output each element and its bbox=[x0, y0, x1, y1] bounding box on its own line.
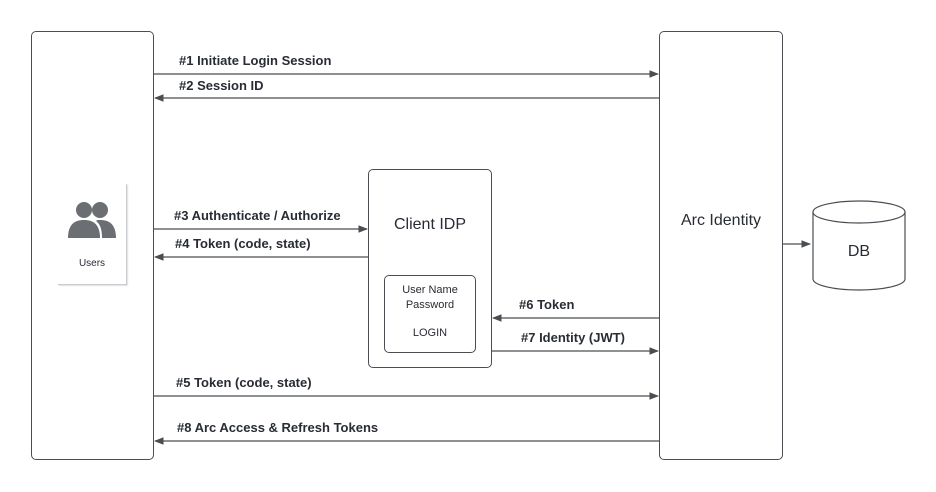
client-idp-title: Client IDP bbox=[393, 216, 467, 233]
db-cylinder bbox=[812, 200, 906, 291]
arc-identity-lane bbox=[659, 31, 783, 460]
step-7-label: #7 Identity (JWT) bbox=[521, 330, 626, 345]
users-label: Users bbox=[78, 258, 106, 269]
step-8-label: #8 Arc Access & Refresh Tokens bbox=[177, 420, 379, 435]
db-label: DB bbox=[847, 243, 871, 260]
step-2-label: #2 Session ID bbox=[179, 78, 264, 93]
password-label: Password bbox=[405, 299, 455, 311]
arc-identity-title: Arc Identity bbox=[680, 212, 762, 229]
login-form bbox=[384, 275, 476, 353]
users-card: Users bbox=[58, 184, 127, 285]
step-6-label: #6 Token bbox=[519, 297, 575, 312]
login-button[interactable]: LOGIN bbox=[412, 327, 448, 339]
username-label: User Name bbox=[402, 284, 458, 296]
step-4-label: #4 Token (code, state) bbox=[175, 236, 311, 251]
step-3-label: #3 Authenticate / Authorize bbox=[174, 208, 341, 223]
users-group-icon bbox=[68, 202, 116, 238]
step-1-label: #1 Initiate Login Session bbox=[179, 53, 332, 68]
step-5-label: #5 Token (code, state) bbox=[176, 375, 312, 390]
